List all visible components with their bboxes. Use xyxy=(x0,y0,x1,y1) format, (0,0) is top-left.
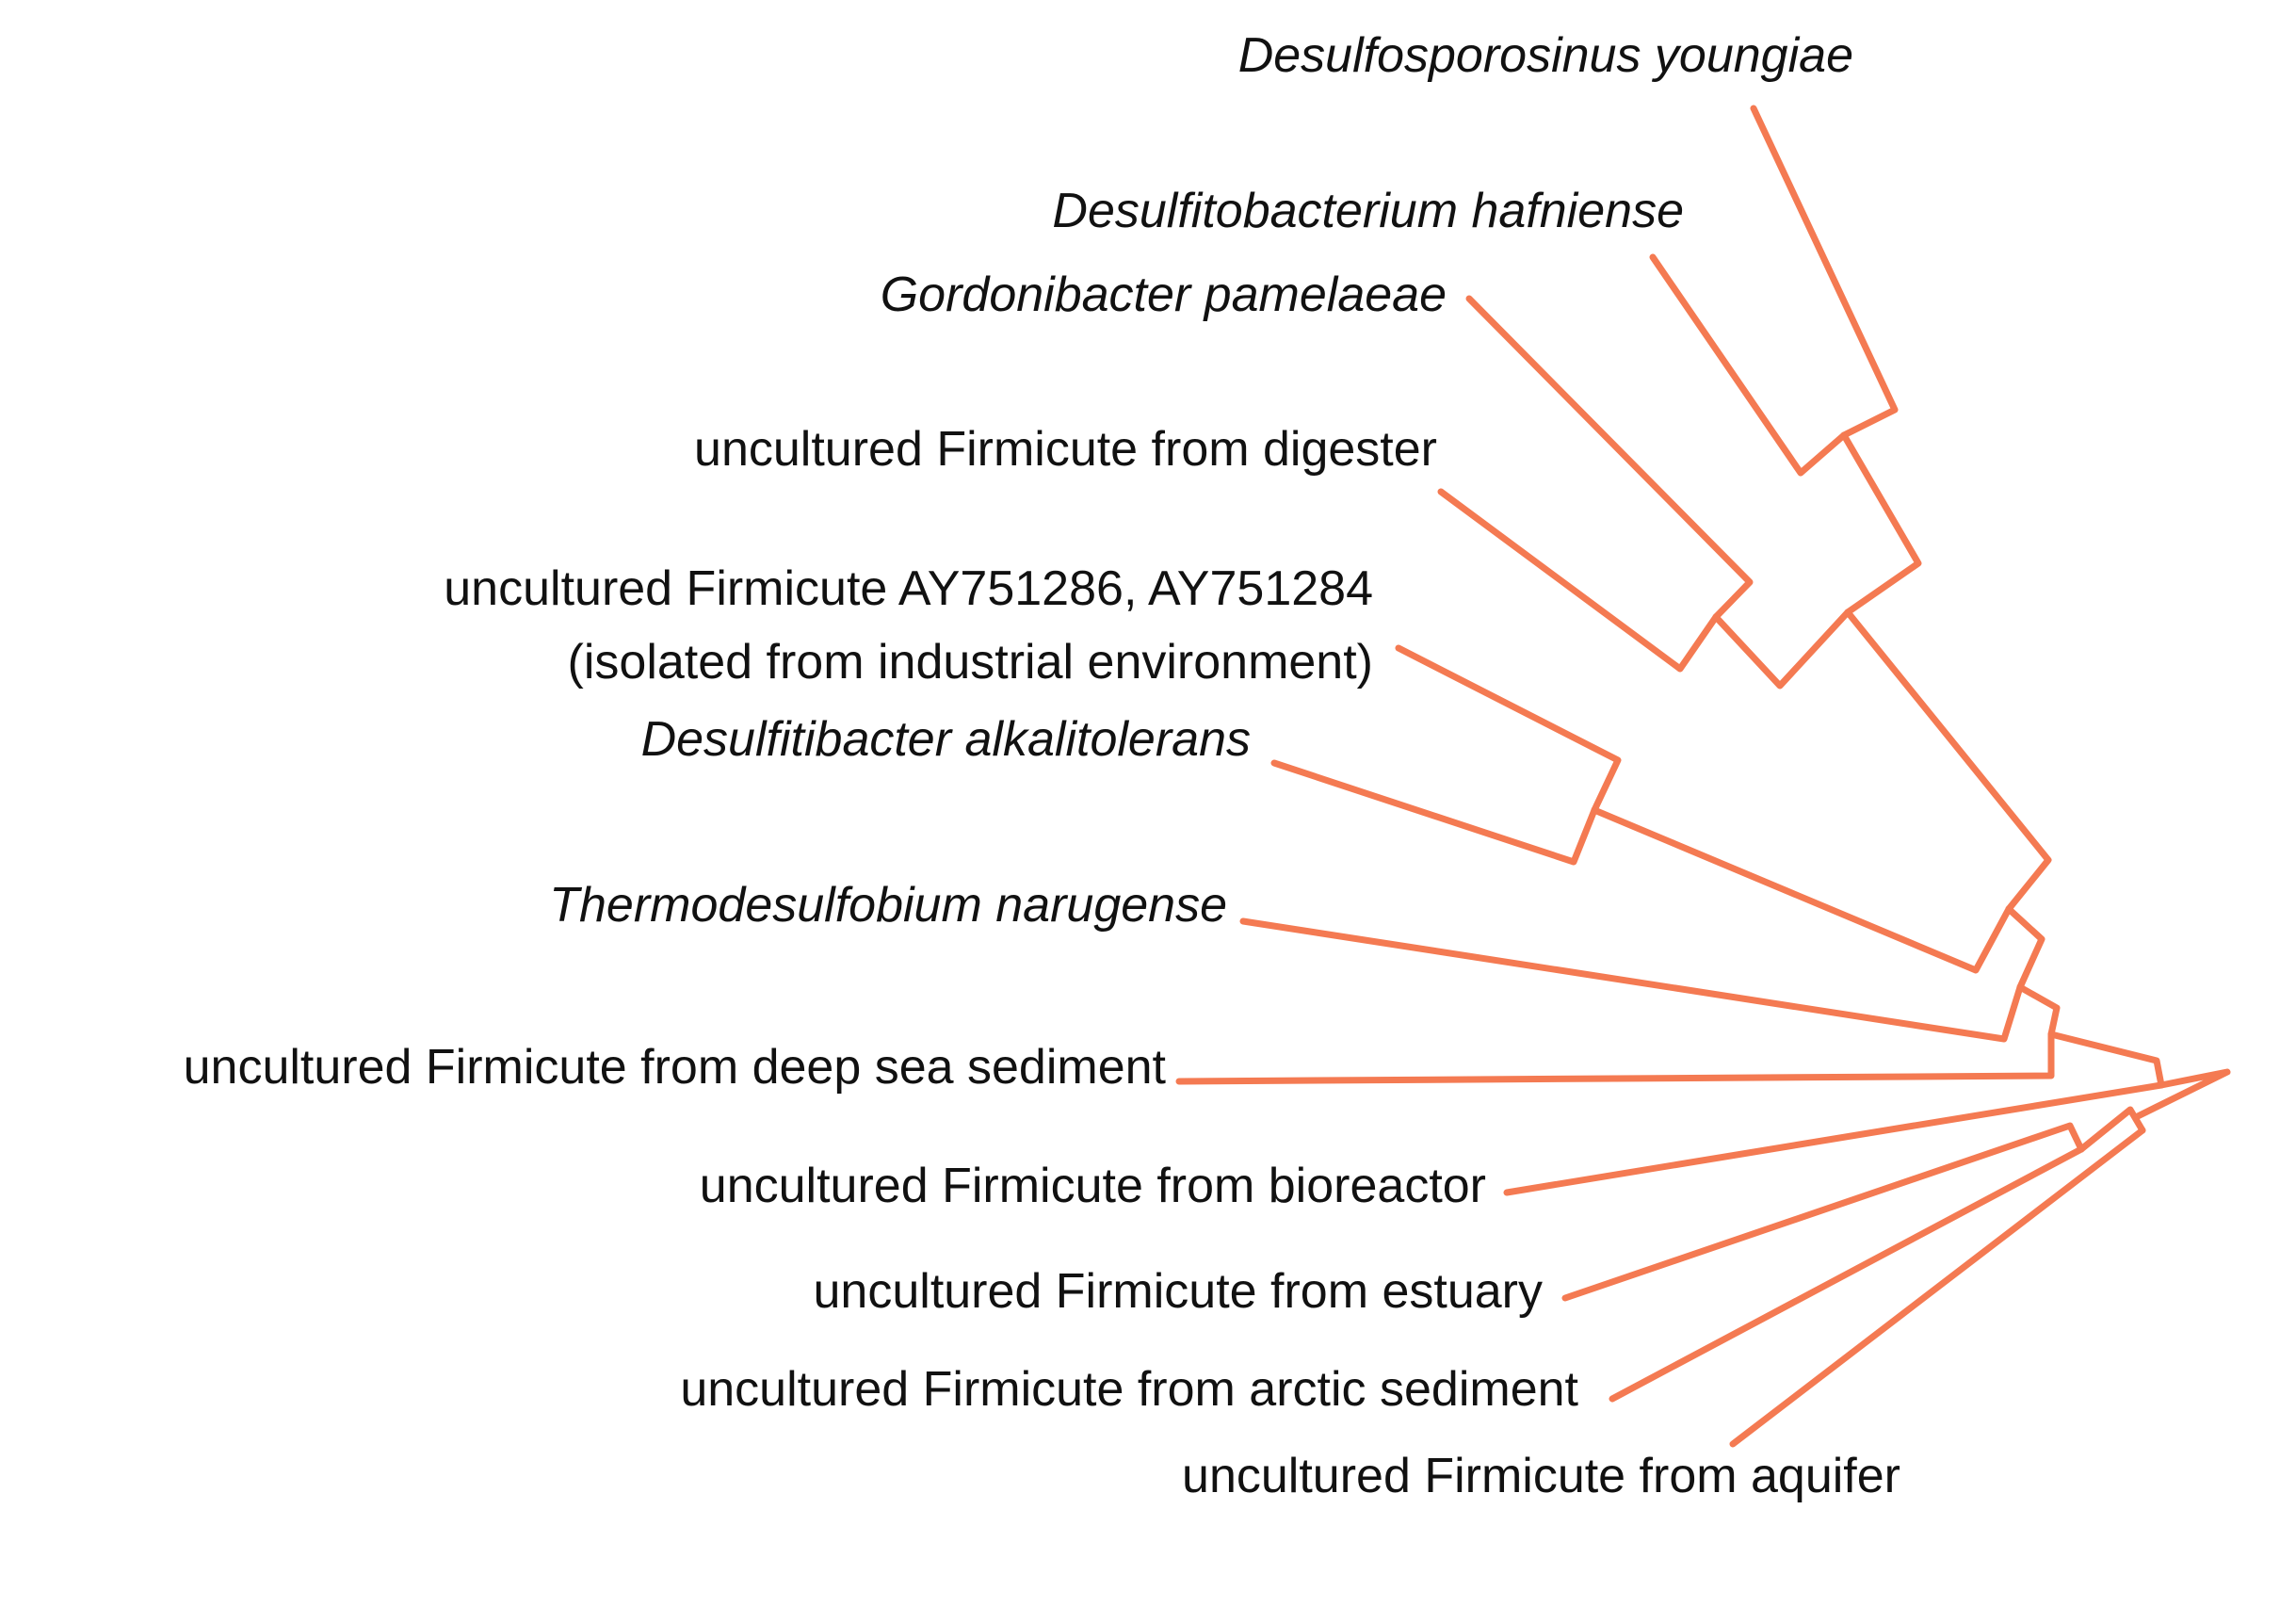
leaf-label-digester: uncultured Firmicute from digester xyxy=(694,422,1437,477)
leaf-label-industrial-line-2: (isolated from industrial environment) xyxy=(567,635,1373,690)
branch-thermo-stem xyxy=(2016,983,2061,1038)
branch-main-junction xyxy=(2134,1068,2231,1120)
branch-estuary-arctic-stem xyxy=(2078,1106,2146,1153)
leaf-label-thermodesulfobium-narugense: Thermodesulfobium narugense xyxy=(549,878,1227,933)
leaf-label-arctic-sediment: uncultured Firmicute from arctic sedimen… xyxy=(680,1362,1578,1417)
leaf-label-desulfitobacterium-hafniense: Desulfitobacterium hafniense xyxy=(1052,184,1684,238)
leaf-label-desulfitibacter-alkalitolerans: Desulfitibacter alkalitolerans xyxy=(640,712,1251,767)
branch-upper-clade-stem xyxy=(1844,609,2052,913)
leaf-label-industrial-line-1: uncultured Firmicute AY751286, AY751284 xyxy=(444,561,1373,616)
branch-desulfosporosinus xyxy=(1750,105,1899,439)
leaf-label-estuary: uncultured Firmicute from estuary xyxy=(813,1264,1544,1319)
leaf-label-aquifer: uncultured Firmicute from aquifer xyxy=(1182,1449,1900,1503)
branch-bioreactor xyxy=(1503,1081,2165,1196)
branch-aquifer xyxy=(1729,1127,2146,1448)
branch-industrial xyxy=(1395,644,1622,814)
branch-digester xyxy=(1437,488,1720,673)
branch-deep-sea xyxy=(1175,1031,2055,1085)
branch-desulfo-pair-stem xyxy=(1840,431,1922,616)
branch-industrial-pair-stem xyxy=(1591,806,2013,974)
branch-upper-internal xyxy=(2005,905,2045,991)
leaf-label-deep-sea-sediment: uncultured Firmicute from deep sea sedim… xyxy=(183,1040,1166,1095)
leaf-label-desulfosporosinus-youngiae: Desulfosporosinus youngiae xyxy=(1237,28,1853,83)
branch-thermodesulfobium xyxy=(1239,917,2024,1043)
branch-estuary xyxy=(1561,1122,2085,1302)
branch-deep-sea-stem xyxy=(2047,1031,2165,1089)
branch-gordonibacter-digester-stem xyxy=(1712,609,1851,690)
leaf-label-gordonibacter-pamelaeae: Gordonibacter pamelaeae xyxy=(880,268,1447,322)
leaf-label-industrial-environment: uncultured Firmicute AY751286, AY751284 … xyxy=(444,552,1373,699)
branch-desulfitibacter xyxy=(1270,759,1598,866)
branch-desulfitobacterium xyxy=(1649,253,1848,477)
branch-gordonibacter xyxy=(1465,295,1754,621)
branch-arctic xyxy=(1609,1145,2085,1403)
leaf-label-bioreactor: uncultured Firmicute from bioreactor xyxy=(699,1159,1486,1213)
